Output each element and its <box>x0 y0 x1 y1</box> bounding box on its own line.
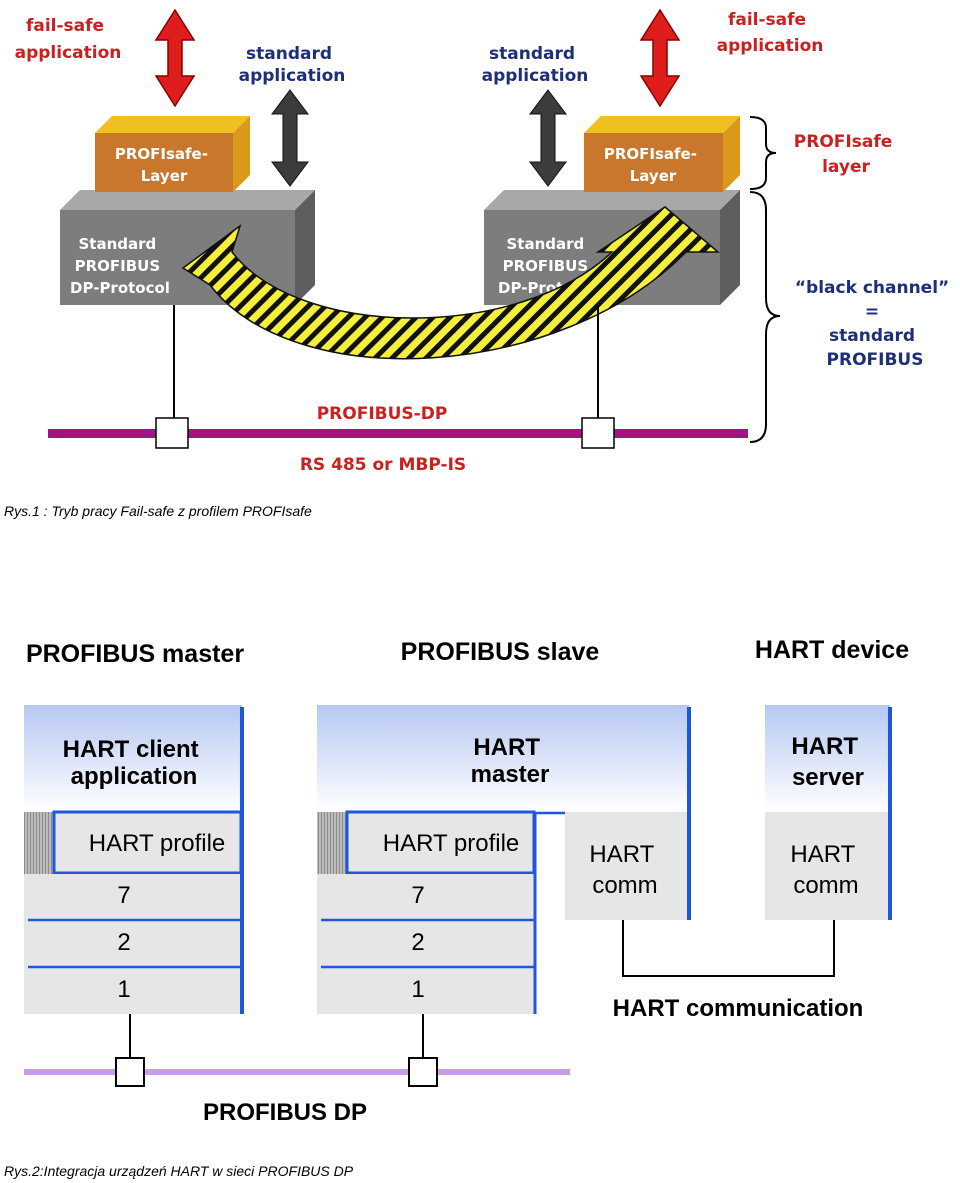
hart-communication-label: HART communication <box>613 995 864 1022</box>
figure1: fail-safe application fail-safe applicat… <box>15 8 955 475</box>
master-bus-node <box>115 1057 145 1087</box>
profibus-master-title: PROFIBUS master <box>26 640 244 668</box>
profisafe-layer-box-right: PROFIsafe- Layer <box>604 145 702 185</box>
profibus-slave-title: PROFIBUS slave <box>401 638 600 666</box>
profibus-dp-label: PROFIBUS-DP <box>317 404 448 424</box>
black-channel-side-label: “black channel” = standard PROFIBUS <box>795 278 955 370</box>
fail-safe-application-label-right: fail-safe application <box>717 10 824 56</box>
red-double-arrow-left <box>154 8 196 108</box>
master-layer-1: 1 <box>117 976 130 1003</box>
standard-application-label-left: standard application <box>239 44 346 86</box>
standard-application-label-right: standard application <box>482 44 589 86</box>
hart-master-label: HART master <box>471 734 550 788</box>
protocol-stack-left: PROFIsafe- Layer Standard PROFIBUS DP-Pr… <box>60 116 315 305</box>
standard-profibus-box-left: Standard PROFIBUS DP-Protocol <box>70 235 170 297</box>
hart-client-application-label: HART client application <box>63 736 206 790</box>
figure2: PROFIBUS master PROFIBUS slave HART devi… <box>24 636 909 1126</box>
fail-safe-application-label-left: fail-safe application <box>15 16 122 63</box>
master-layer-7: 7 <box>117 882 130 909</box>
slave-layer-2: 2 <box>411 929 424 956</box>
dark-double-arrow-right <box>529 89 567 187</box>
hart-device-title: HART device <box>755 636 909 664</box>
profibus-dp-bus-label: PROFIBUS DP <box>203 1099 367 1126</box>
profibus-master-stack: HART client application HART profile 7 2… <box>24 705 244 1014</box>
black-channel-curved-arrow <box>181 206 721 360</box>
figure2-caption: Rys.2:Integracja urządzeń HART w sieci P… <box>4 1163 354 1179</box>
profibus-slave-stack: HART master HART profile 7 2 1 HART comm <box>317 705 691 1014</box>
hart-profile-master: HART profile <box>89 830 226 857</box>
hart-device-stack: HART server HART comm <box>765 705 892 920</box>
master-layer-2: 2 <box>117 929 130 956</box>
slave-layer-1: 1 <box>411 976 424 1003</box>
bus-node-left <box>155 417 189 449</box>
hart-profile-slave: HART profile <box>383 830 520 857</box>
hart-comm-device: HART comm <box>790 841 861 899</box>
slave-layer-7: 7 <box>411 882 424 909</box>
hart-comm-slave: HART comm <box>589 841 660 899</box>
dark-double-arrow-left <box>271 89 309 187</box>
rs485-label: RS 485 or MBP-IS <box>300 455 466 475</box>
hart-communication-line <box>622 920 835 977</box>
profisafe-layer-side-label: PROFIsafe layer <box>794 132 898 177</box>
bus-node-right <box>581 417 615 449</box>
slave-bus-node <box>408 1057 438 1087</box>
profisafe-layer-box-left: PROFIsafe- Layer <box>115 145 213 185</box>
red-double-arrow-right <box>639 8 681 108</box>
profisafe-layer-brace <box>749 116 777 190</box>
black-channel-brace <box>749 191 781 443</box>
hart-server-label: HART server <box>791 733 864 791</box>
profibus-dp-bus-line <box>24 1069 570 1075</box>
figure1-caption: Rys.1 : Tryb pracy Fail-safe z profilem … <box>4 503 312 519</box>
profibus-dp-bus <box>48 429 748 438</box>
